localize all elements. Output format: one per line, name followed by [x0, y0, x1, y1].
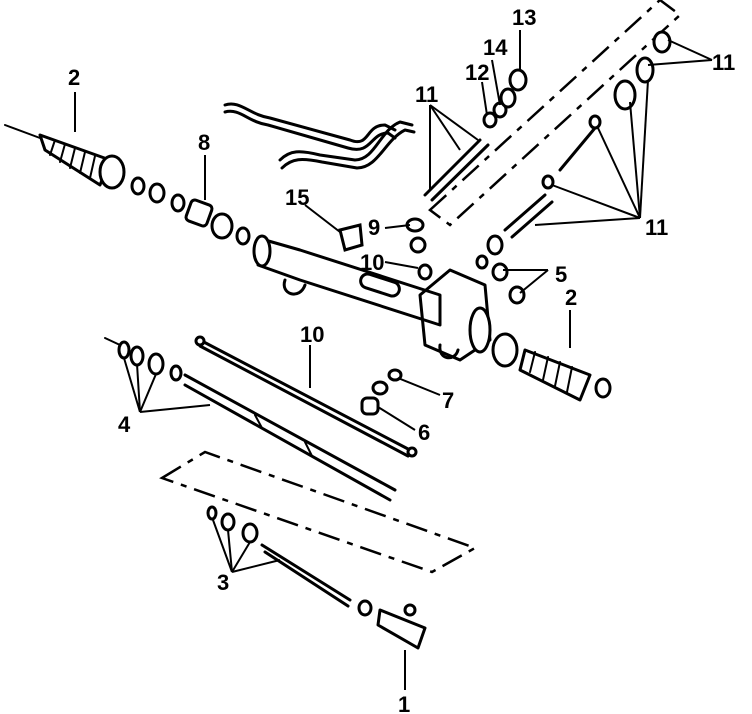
housing-small-parts — [338, 217, 526, 305]
callout-1: 1 — [398, 692, 410, 714]
callout-6: 6 — [418, 420, 430, 445]
left-washers — [130, 176, 186, 213]
callout-8: 8 — [198, 130, 210, 155]
rack-housing — [252, 234, 492, 362]
callout-11-right: 11 — [645, 215, 668, 240]
right-boot — [491, 332, 612, 402]
bushing-8 — [184, 198, 251, 246]
callout-4: 4 — [118, 412, 131, 437]
callout-10-upper: 10 — [360, 250, 384, 275]
leader-lines — [74, 30, 713, 690]
callout-7: 7 — [442, 388, 454, 413]
callout-3: 3 — [217, 570, 229, 595]
callout-15: 15 — [285, 185, 309, 210]
small-parts-6-7 — [360, 368, 403, 416]
callout-10-lower: 10 — [300, 322, 324, 347]
callout-labels: 2 8 15 9 10 5 2 7 6 10 11 12 14 13 11 11… — [68, 5, 735, 714]
valve-kit-group-outline — [428, 0, 682, 227]
left-boot — [4, 124, 126, 190]
callout-2-left: 2 — [68, 65, 80, 90]
callout-5: 5 — [555, 262, 567, 287]
callout-13: 13 — [512, 5, 536, 30]
callout-9: 9 — [368, 215, 380, 240]
inner-tie-rod — [194, 335, 418, 458]
rack-kit-group-outline — [159, 450, 479, 574]
hydraulic-lines — [223, 102, 416, 170]
callout-11-valve: 11 — [415, 82, 438, 107]
outer-tie-rod — [206, 505, 427, 650]
callout-2-right: 2 — [565, 285, 577, 310]
callout-14: 14 — [483, 35, 508, 60]
valve-kit-parts — [423, 30, 672, 256]
callout-11-top-right: 11 — [712, 50, 735, 75]
callout-12: 12 — [465, 60, 489, 85]
